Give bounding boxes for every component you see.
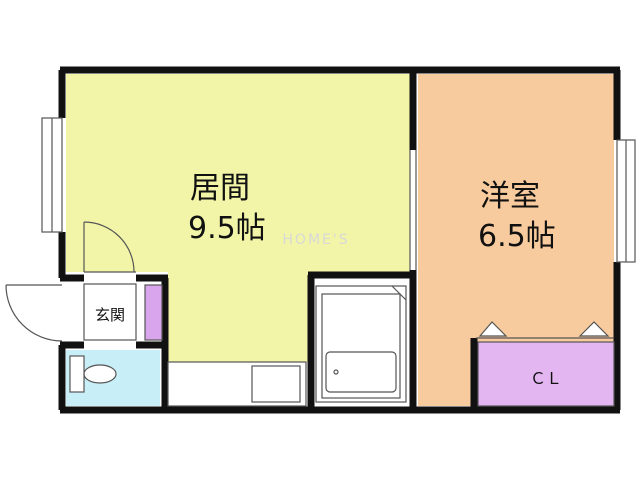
watermark-text: HOME'S — [282, 232, 349, 248]
living-room-fill — [66, 74, 410, 272]
fixtures — [5, 117, 636, 407]
western-room-size: 6.5帖 — [478, 219, 556, 254]
western-room-name: 洋室 — [480, 179, 540, 214]
living-room-lower-fill — [168, 272, 308, 362]
living-room-name: 居間 — [190, 171, 250, 206]
entrance-label: 玄関 — [95, 306, 125, 324]
walls — [58, 66, 621, 414]
closet-label: ＣＬ — [530, 369, 562, 388]
entrance-storage-fill — [145, 285, 162, 340]
living-room-size: 9.5帖 — [188, 211, 266, 246]
closet-fill — [478, 342, 614, 406]
